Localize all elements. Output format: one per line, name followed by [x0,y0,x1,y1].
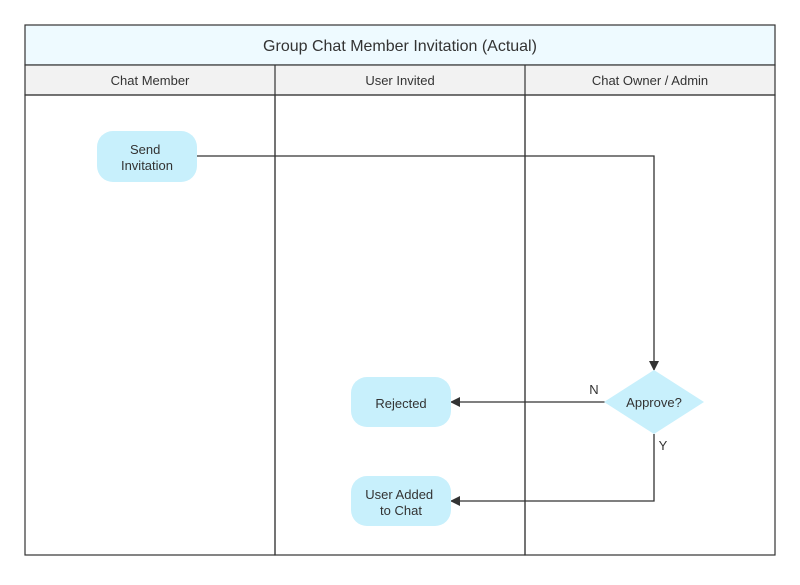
lane-header-row [24,64,776,96]
edge-label-no: N [589,382,598,397]
node-approve-label: Approve? [626,395,682,410]
node-label-line: Invitation [121,158,173,173]
node-user-added-label: User Added to Chat [365,487,437,518]
lane-header-chat-member: Chat Member [111,73,190,88]
lane-header-user-invited: User Invited [365,73,434,88]
lane-header-chat-owner-admin: Chat Owner / Admin [592,73,708,88]
node-rejected[interactable]: Rejected [351,377,451,427]
edge-send-to-approve [197,155,659,371]
node-send-invitation[interactable]: Send Invitation [97,131,197,182]
title-bar [24,24,776,66]
node-send-invitation-label: Send Invitation [121,142,173,173]
node-user-added-shape [351,476,451,526]
node-approve-decision-shape [604,370,704,434]
node-approve-decision[interactable]: Approve? [604,370,704,434]
edge-approve-to-user-added [450,434,655,506]
edge-label-yes: Y [659,438,668,453]
node-user-added-to-chat[interactable]: User Added to Chat [351,476,451,526]
node-rejected-shape [351,377,451,427]
node-label-line: Send [130,142,160,157]
diagram-title: Group Chat Member Invitation (Actual) [263,38,537,55]
node-label-line: to Chat [380,503,422,518]
node-send-invitation-shape [97,131,197,182]
node-rejected-label: Rejected [375,396,426,411]
node-label-line: User Added [365,487,433,502]
lane-chat-owner-admin [524,94,776,556]
